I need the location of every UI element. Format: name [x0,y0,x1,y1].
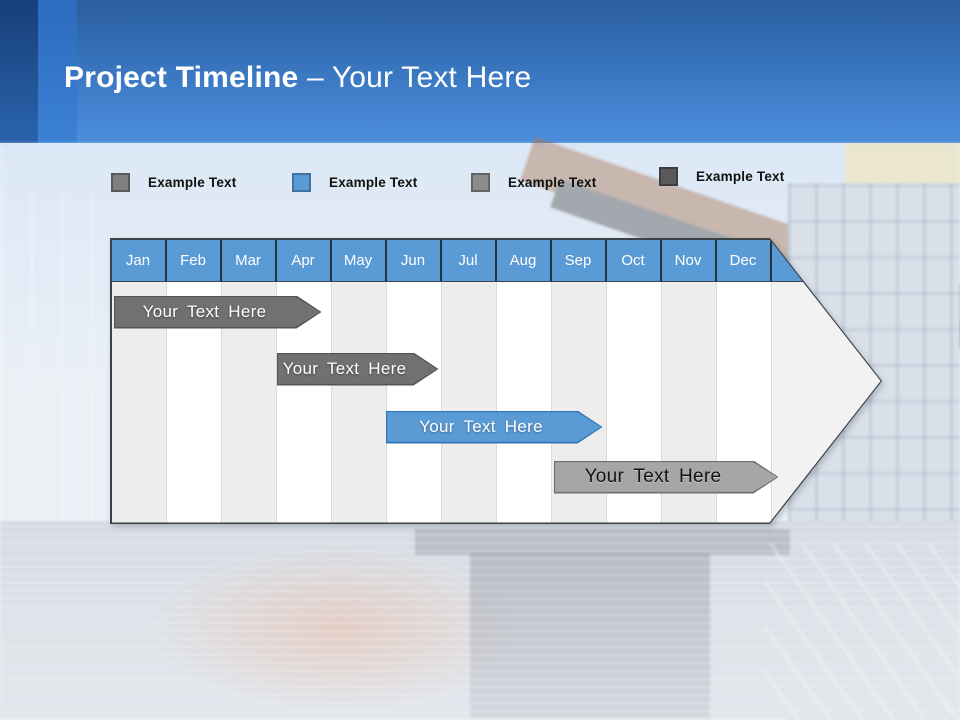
timeline-column [331,281,387,523]
month-cell-oct: Oct [607,239,662,281]
timeline-column [496,281,552,523]
header-stripe-light [38,0,77,143]
bar-label: Your Text Here [142,302,267,321]
title-bold-text: Project Timeline [64,61,299,94]
legend-swatch-darkgray [659,167,678,186]
month-cell-nov: Nov [662,239,717,281]
bar-label: Your Text Here [419,417,543,436]
legend-label: Example Text [329,175,418,190]
legend-item-1[interactable]: Example Text [111,173,236,192]
photo-canal-water [0,521,960,720]
timeline-bar-2[interactable]: Your Text Here [277,353,439,386]
legend-label: Example Text [508,175,597,190]
month-header-row: Jan Feb Mar Apr May Jun Jul Aug Sep Oct … [111,239,881,282]
timeline-bar-fill: Your Text Here [115,297,320,327]
month-cell-apr: Apr [277,239,332,281]
month-cell-aug: Aug [497,239,552,281]
month-cell-may: May [332,239,387,281]
month-cell-dec: Dec [717,239,772,281]
title-regular-text: – Your Text Here [306,61,532,94]
legend-label: Example Text [148,175,237,190]
header-stripe-dark [0,0,38,143]
page-title[interactable]: Project Timeline – Your Text Here [64,61,531,95]
month-cell-mar: Mar [222,239,277,281]
month-cell-jul: Jul [442,239,497,281]
bar-label: Your Text Here [282,359,407,378]
timeline-bar-3[interactable]: Your Text Here [386,411,603,444]
timeline-column [386,281,442,523]
month-cell-jan: Jan [112,239,167,281]
legend-label: Example Text [696,169,785,184]
legend-item-4[interactable]: Example Text [659,167,784,186]
month-cell-feb: Feb [167,239,222,281]
legend-swatch-blue [292,173,311,192]
legend-swatch-midgray [471,173,490,192]
photo-ripples [0,521,960,720]
timeline-bar-fill: Your Text Here [555,462,777,492]
bar-label: Your Text Here [584,466,722,487]
month-header-fill [771,239,881,281]
photo-stairs [765,543,960,720]
timeline-column [441,281,497,523]
legend-item-3[interactable]: Example Text [471,173,596,192]
timeline-arrow[interactable]: Jan Feb Mar Apr May Jun Jul Aug Sep Oct … [110,238,882,524]
photo-bridge [415,529,790,555]
timeline-bar-fill: Your Text Here [387,412,601,442]
photo-reflection-orange [150,543,530,713]
month-cell-sep: Sep [552,239,607,281]
photo-reflection-dark [470,553,710,718]
timeline-bar-1[interactable]: Your Text Here [114,296,322,329]
timeline-arrow-body: Jan Feb Mar Apr May Jun Jul Aug Sep Oct … [111,239,881,523]
legend-item-2[interactable]: Example Text [292,173,417,192]
timeline-bar-4[interactable]: Your Text Here [554,461,779,494]
month-cell-jun: Jun [387,239,442,281]
header-banner [0,0,960,143]
legend-swatch-gray [111,173,130,192]
timeline-bar-fill: Your Text Here [278,354,437,384]
